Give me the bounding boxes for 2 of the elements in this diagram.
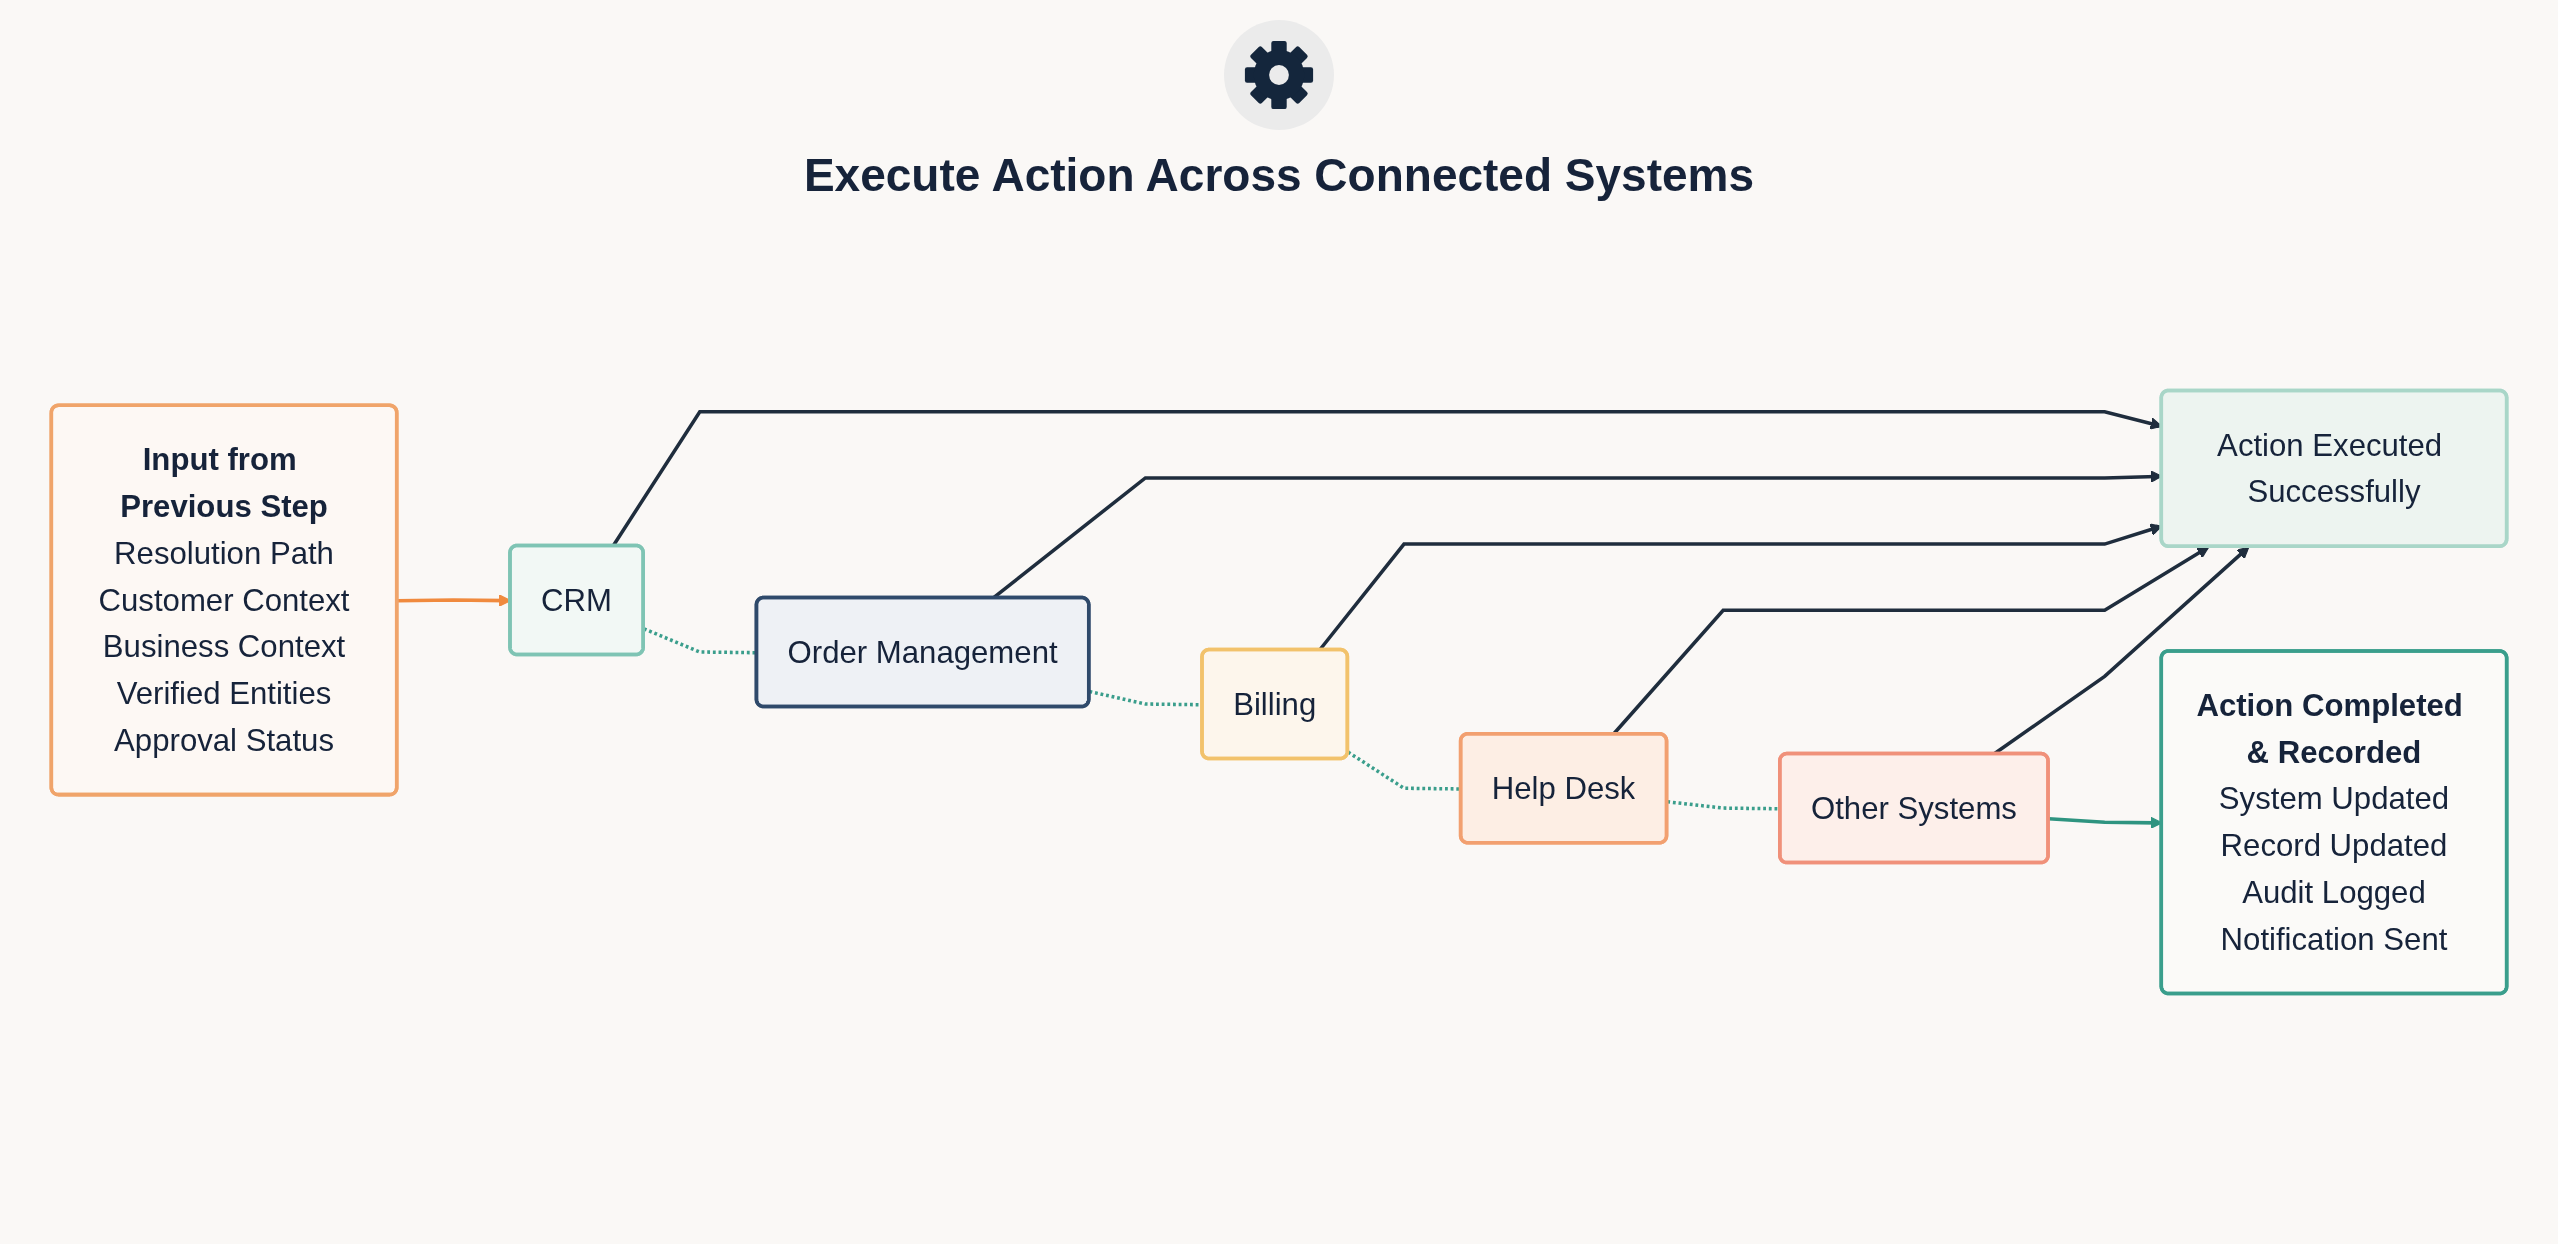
diagram-title: Execute Action Across Connected Systems	[803, 148, 1755, 202]
connector	[1347, 750, 1462, 791]
